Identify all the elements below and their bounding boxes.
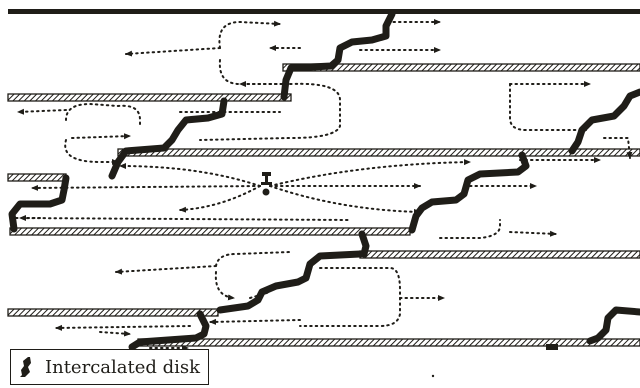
flow-line — [218, 59, 283, 85]
intercalated-disk — [568, 88, 640, 155]
membrane-strip — [282, 63, 640, 72]
flow-line — [218, 20, 281, 49]
intercalated-disk — [8, 174, 70, 233]
intercalated-disk — [586, 306, 640, 345]
membrane-strip — [9, 227, 411, 236]
cell-membranes — [7, 63, 640, 347]
intercalated-disk — [280, 10, 396, 101]
intercalated-disk-mark — [546, 344, 558, 350]
flow-line — [119, 163, 261, 187]
membrane-strip — [117, 148, 640, 157]
legend-label: Intercalated disk — [45, 356, 201, 378]
flow-line — [269, 185, 421, 215]
flow-line — [31, 184, 261, 191]
membrane-strip — [137, 338, 640, 347]
membrane-strip — [7, 173, 67, 182]
intercalated-disk — [108, 97, 228, 180]
flow-line — [299, 267, 401, 327]
flow-line — [603, 137, 633, 159]
current-source-icon — [261, 172, 272, 196]
flow-line — [509, 230, 557, 237]
flow-line — [215, 251, 291, 267]
flow-line — [249, 291, 271, 299]
intercalated-disk-icon — [20, 357, 31, 377]
membrane-top — [8, 9, 640, 14]
membrane-strip — [359, 250, 640, 259]
flow-line — [509, 83, 587, 131]
current-flow-paths — [15, 19, 633, 351]
flow-line — [15, 217, 351, 221]
intercalated-disk — [358, 230, 370, 258]
intercalated-disk — [216, 250, 364, 314]
intercalated-disk — [408, 151, 530, 234]
flow-line — [55, 324, 191, 331]
flow-line — [199, 82, 341, 141]
flow-line — [439, 219, 501, 239]
membrane-strip — [7, 93, 292, 102]
flow-line — [125, 47, 221, 57]
dot — [431, 374, 435, 378]
flow-line — [17, 108, 67, 115]
flow-line — [269, 159, 471, 187]
flow-line — [214, 271, 235, 301]
flow-line — [99, 330, 131, 337]
legend: Intercalated disk — [10, 349, 210, 385]
flow-line — [179, 185, 261, 213]
flow-line — [65, 102, 141, 127]
intercalated-disk — [128, 310, 210, 351]
membrane-strip — [7, 308, 219, 317]
flow-line — [64, 139, 119, 165]
flow-line — [71, 133, 131, 140]
flow-line — [209, 318, 301, 325]
flow-line — [115, 265, 217, 275]
